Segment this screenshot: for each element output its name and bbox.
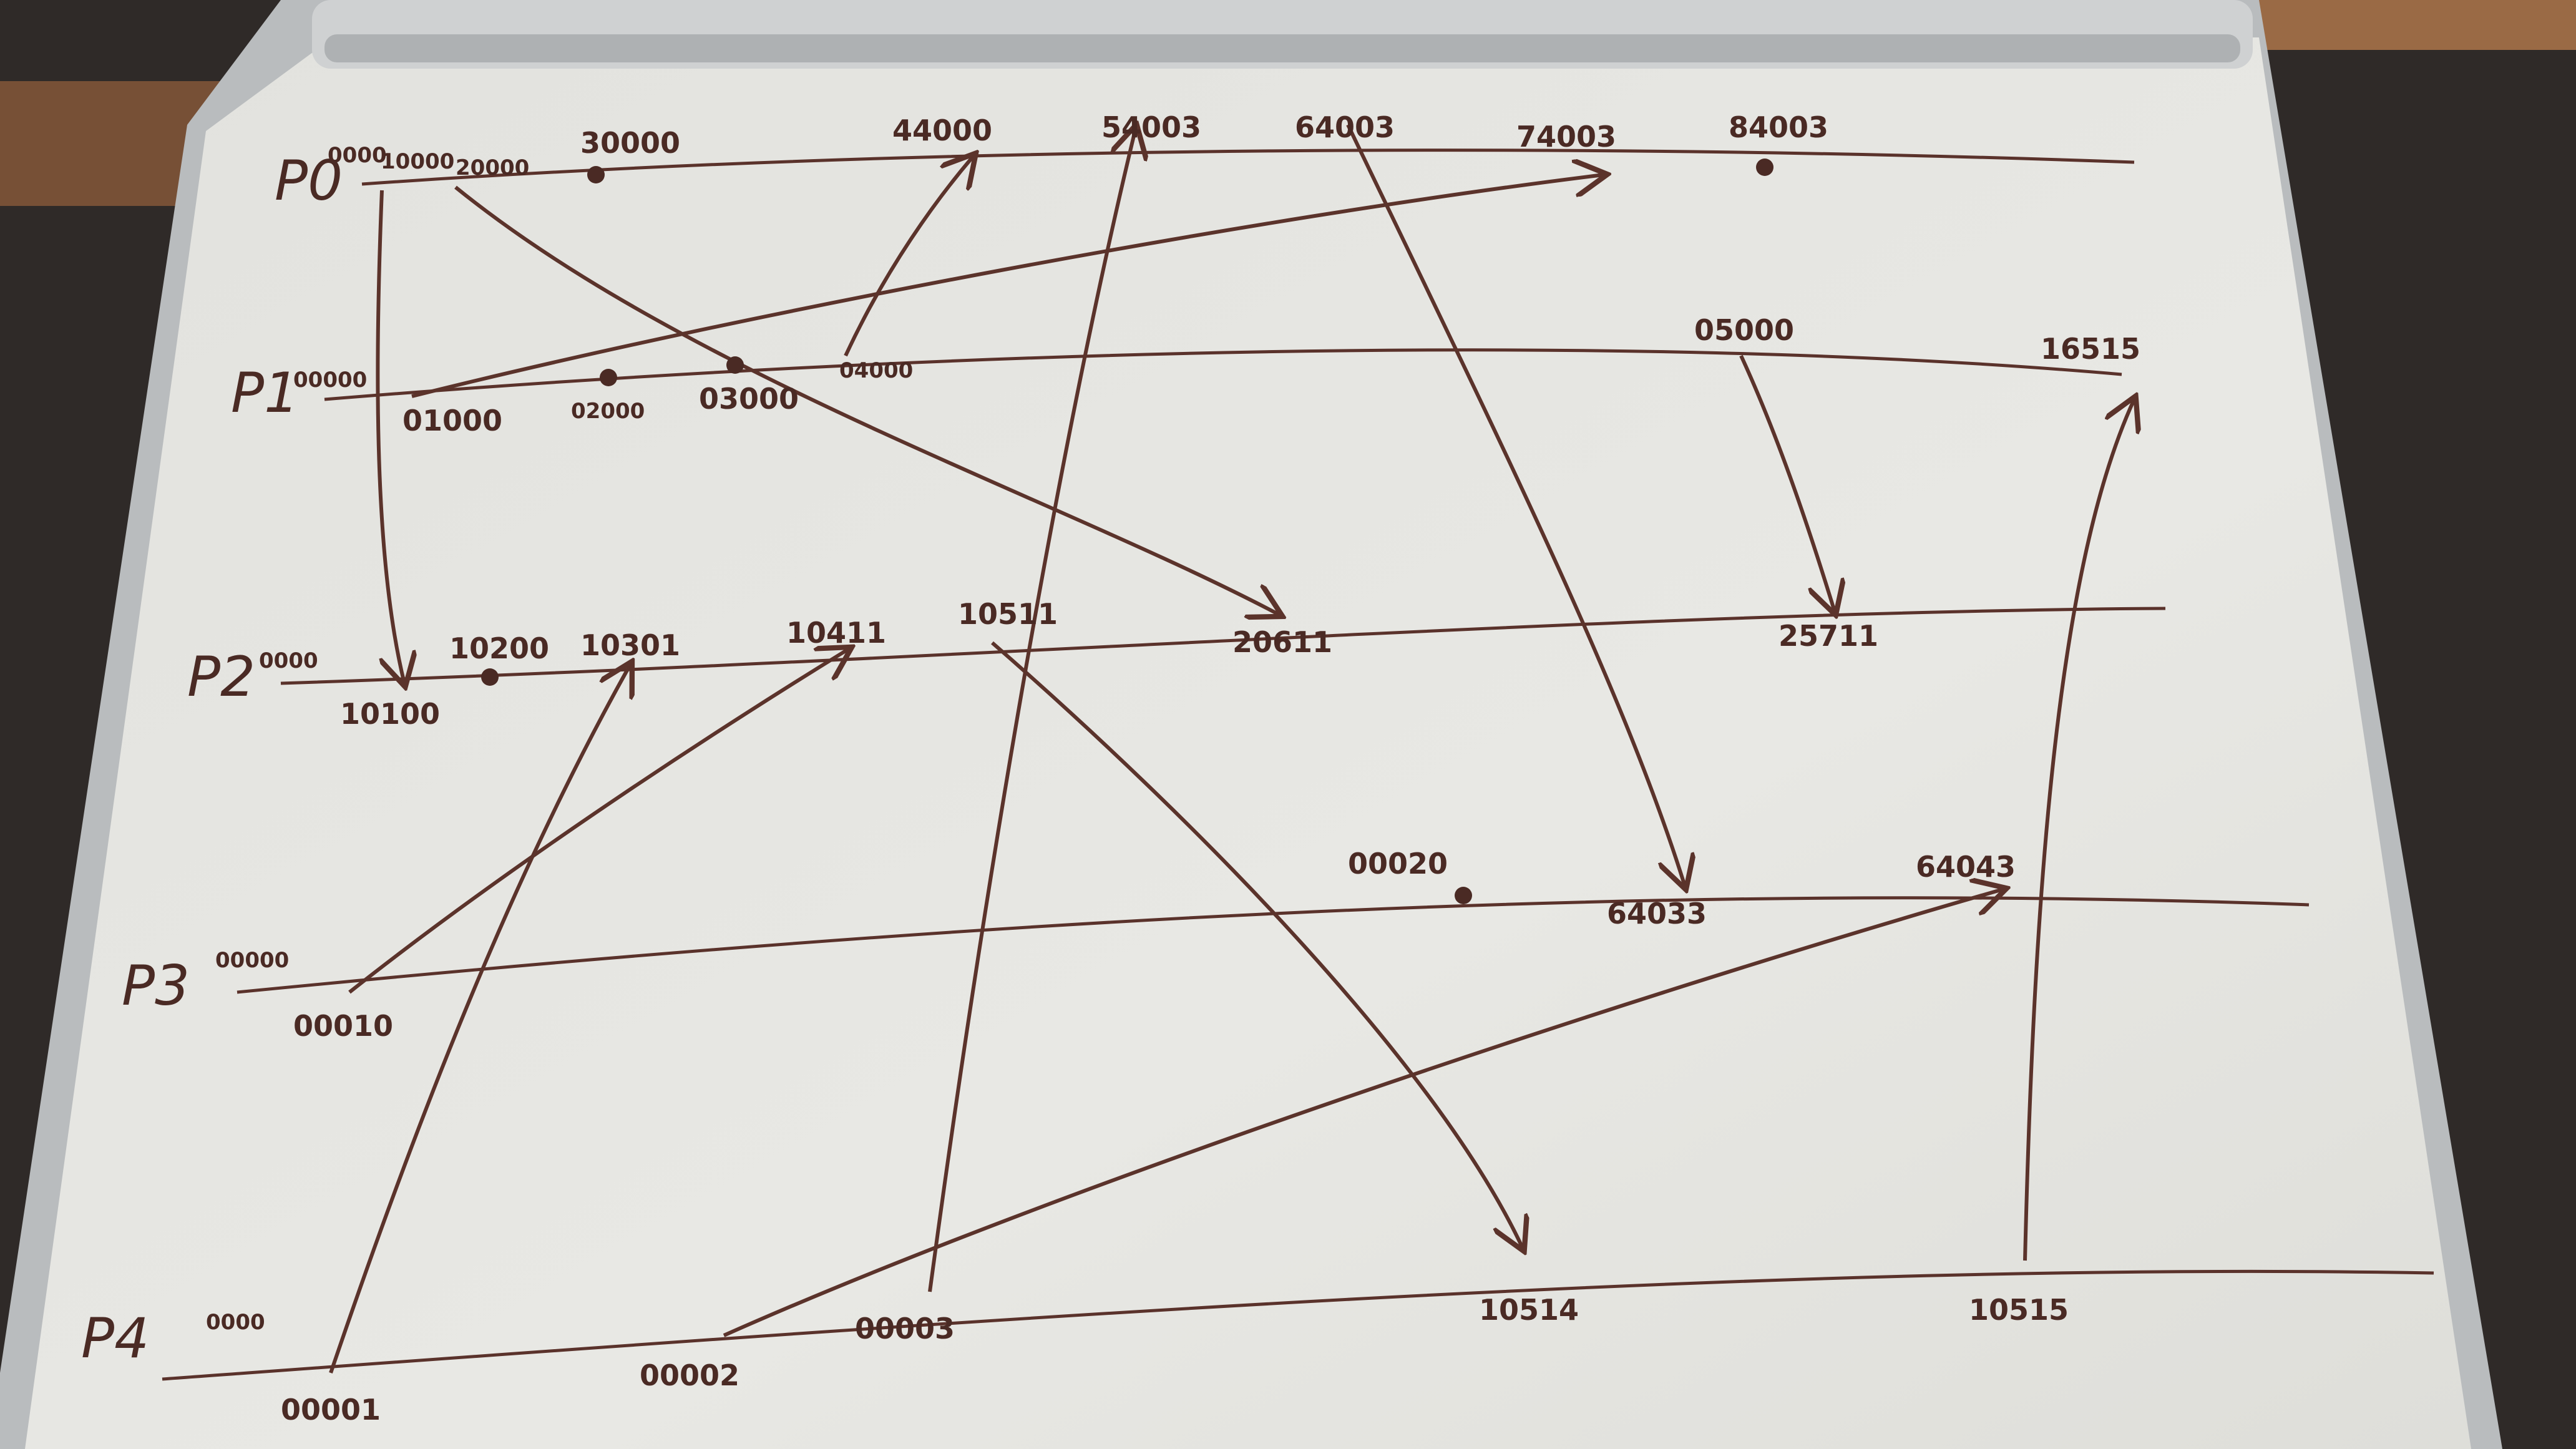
process-label-p4: P4: [81, 1306, 149, 1370]
clock-label: 64033: [1607, 897, 1707, 930]
desk-edge-right: [2222, 0, 2576, 50]
clock-label: 84003: [1729, 110, 1828, 144]
clock-label: 00003: [855, 1312, 955, 1345]
arrow-p2-to-p4-10514: [991, 641, 1523, 1248]
arrow-p4-to-p3-64043: [723, 889, 2003, 1337]
clock-label: 64003: [1295, 110, 1395, 144]
clock-label: 10511: [958, 597, 1058, 631]
clock-label: 44000: [892, 114, 992, 147]
clock-label: 10515: [1969, 1293, 2069, 1327]
arrow-p4-to-p0-54003: [928, 128, 1136, 1292]
process-label-p3: P3: [122, 954, 190, 1018]
initial-label-p0: 0000: [328, 143, 387, 168]
clock-label: 00001: [281, 1393, 381, 1427]
arrow-p4-to-p2-10301: [329, 665, 630, 1373]
clock-label: 25711: [1778, 619, 1878, 653]
arrow-p3-to-p2-10411: [348, 649, 849, 994]
clock-label: 03000: [699, 382, 799, 416]
arrow-p4-to-p1-16515: [2023, 399, 2134, 1261]
clock-label: 10514: [1479, 1293, 1579, 1327]
clock-label: 10411: [786, 616, 886, 650]
process-label-p2: P2: [187, 645, 255, 709]
clock-label: 30000: [580, 126, 680, 160]
initial-label-p1: 00000: [293, 368, 367, 393]
event-dot: [1455, 887, 1472, 904]
clock-label: 10200: [449, 632, 549, 665]
arrow-p0-to-p2: [376, 190, 404, 683]
event-dot: [587, 166, 605, 183]
clock-label: 02000: [571, 399, 645, 424]
clock-label: 10301: [580, 628, 680, 662]
clock-label: 74003: [1516, 120, 1616, 154]
initial-label-p3: 00000: [215, 948, 289, 973]
clock-label: 00002: [640, 1359, 739, 1392]
event-dot: [726, 356, 744, 374]
timeline-p0: [361, 149, 2135, 186]
whiteboard-surface: [25, 37, 2471, 1449]
arrow-p1-to-p2-25711: [1739, 354, 1835, 612]
event-dot: [600, 369, 617, 386]
event-dot: [1756, 159, 1773, 176]
clock-label: 10000: [381, 149, 454, 174]
clock-label: 01000: [402, 404, 502, 437]
clock-label: 04000: [839, 358, 913, 383]
clock-label: 05000: [1694, 313, 1794, 347]
process-label-p1: P1: [231, 361, 299, 425]
arrow-p0-to-p3-64033: [1346, 124, 1685, 886]
initial-label-p2: 0000: [259, 648, 318, 673]
timeline-p4: [162, 1269, 2434, 1381]
clock-label: 00020: [1348, 847, 1448, 881]
clock-label: 64043: [1916, 850, 2016, 884]
initial-label-p4: 0000: [206, 1310, 265, 1335]
arrow-p0-to-p2-20611: [454, 185, 1279, 615]
event-dot: [481, 668, 499, 686]
arrow-p1-to-p0-74003: [411, 175, 1604, 398]
clock-label: 20611: [1232, 625, 1332, 659]
marker-tray-lip: [324, 34, 2240, 62]
clock-label: 00010: [293, 1009, 393, 1043]
arrow-p1-to-p0-44000: [844, 156, 973, 357]
clock-label: 10100: [340, 697, 440, 731]
clock-label: 54003: [1101, 110, 1201, 144]
process-label-p0: P0: [275, 149, 343, 213]
timeline-p2: [280, 607, 2166, 685]
clock-label: 20000: [456, 155, 529, 180]
clock-label: 16515: [2041, 332, 2140, 366]
